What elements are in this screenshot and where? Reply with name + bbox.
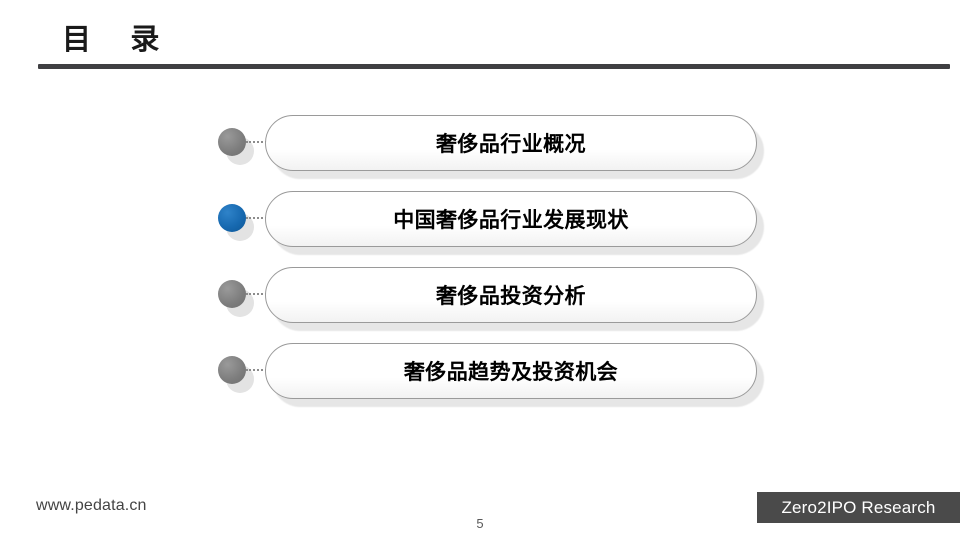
bullet-marker-4 (218, 356, 256, 394)
brand-label: Zero2IPO Research (781, 497, 936, 517)
connector-line-1 (246, 141, 270, 143)
pill-body-2[interactable]: 中国奢侈品行业发展现状 (265, 191, 757, 247)
pill-body-1[interactable]: 奢侈品行业概况 (265, 115, 757, 171)
bullet-icon (218, 356, 246, 384)
toc-pill-3[interactable]: 奢侈品投资分析 (265, 267, 764, 331)
toc-item-label: 奢侈品投资分析 (436, 284, 586, 308)
page-number: 5 (476, 516, 484, 531)
pill-body-3[interactable]: 奢侈品投资分析 (265, 267, 757, 323)
bullet-marker-1 (218, 128, 256, 166)
bullet-icon-active (218, 204, 246, 232)
toc-item-label: 奢侈品趋势及投资机会 (403, 360, 619, 384)
toc-item-label: 奢侈品行业概况 (436, 132, 586, 156)
bullet-icon (218, 280, 246, 308)
connector-line-2 (246, 217, 270, 219)
toc-item-1[interactable]: 奢侈品行业概况 (0, 112, 960, 188)
page-title: 目 录 (62, 22, 166, 56)
toc-pill-1[interactable]: 奢侈品行业概况 (265, 115, 764, 179)
toc-item-3[interactable]: 奢侈品投资分析 (0, 264, 960, 340)
bullet-marker-2 (218, 204, 256, 242)
brand-bar: Zero2IPO Research (757, 492, 960, 523)
bullet-marker-3 (218, 280, 256, 318)
toc-pill-4[interactable]: 奢侈品趋势及投资机会 (265, 343, 764, 407)
connector-line-4 (246, 369, 270, 371)
toc-item-4[interactable]: 奢侈品趋势及投资机会 (0, 340, 960, 416)
footer-url[interactable]: www.pedata.cn (36, 497, 147, 514)
pill-body-4[interactable]: 奢侈品趋势及投资机会 (265, 343, 757, 399)
toc-item-2[interactable]: 中国奢侈品行业发展现状 (0, 188, 960, 264)
toc-item-label: 中国奢侈品行业发展现状 (393, 208, 629, 232)
connector-line-3 (246, 293, 270, 295)
toc-list: 奢侈品行业概况 中国奢侈品行业发展现状 (0, 112, 960, 416)
bullet-icon (218, 128, 246, 156)
title-divider (38, 64, 950, 69)
toc-pill-2[interactable]: 中国奢侈品行业发展现状 (265, 191, 764, 255)
